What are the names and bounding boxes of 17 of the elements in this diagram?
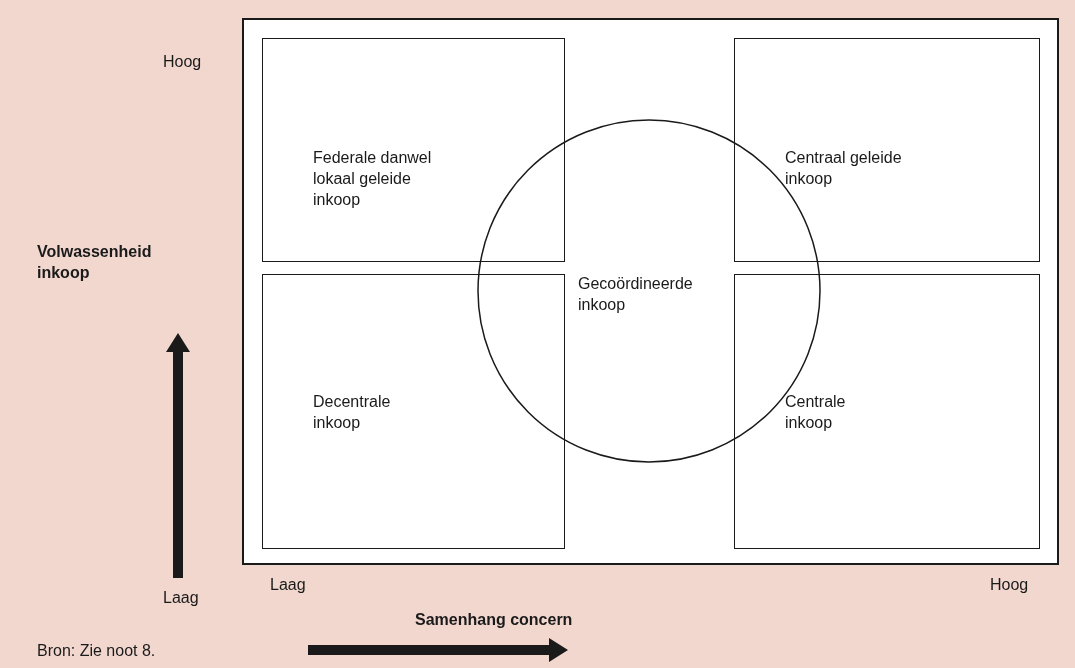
quadrant-box [262, 274, 565, 549]
quadrant-box [734, 38, 1040, 262]
source-note: Bron: Zie noot 8. [37, 641, 156, 661]
quadrant-box [262, 38, 565, 262]
axis-title: Volwassenheid inkoop [37, 242, 153, 283]
axis-label: Hoog [163, 52, 202, 72]
quadrant-label: Centrale inkoop [785, 392, 847, 433]
axis-label: Hoog [990, 575, 1029, 595]
axis-title: Samenhang concern [415, 610, 573, 630]
axis-label: Laag [163, 588, 199, 608]
matrix-frame [242, 18, 1059, 565]
axis-label: Laag [270, 575, 306, 595]
quadrant-label: Decentrale inkoop [313, 392, 392, 433]
quadrant-label: Gecoördineerde inkoop [578, 274, 694, 315]
quadrant-box [734, 274, 1040, 549]
quadrant-label: Centraal geleide inkoop [785, 148, 903, 189]
quadrant-label: Federale danwel lokaal geleide inkoop [313, 148, 433, 210]
